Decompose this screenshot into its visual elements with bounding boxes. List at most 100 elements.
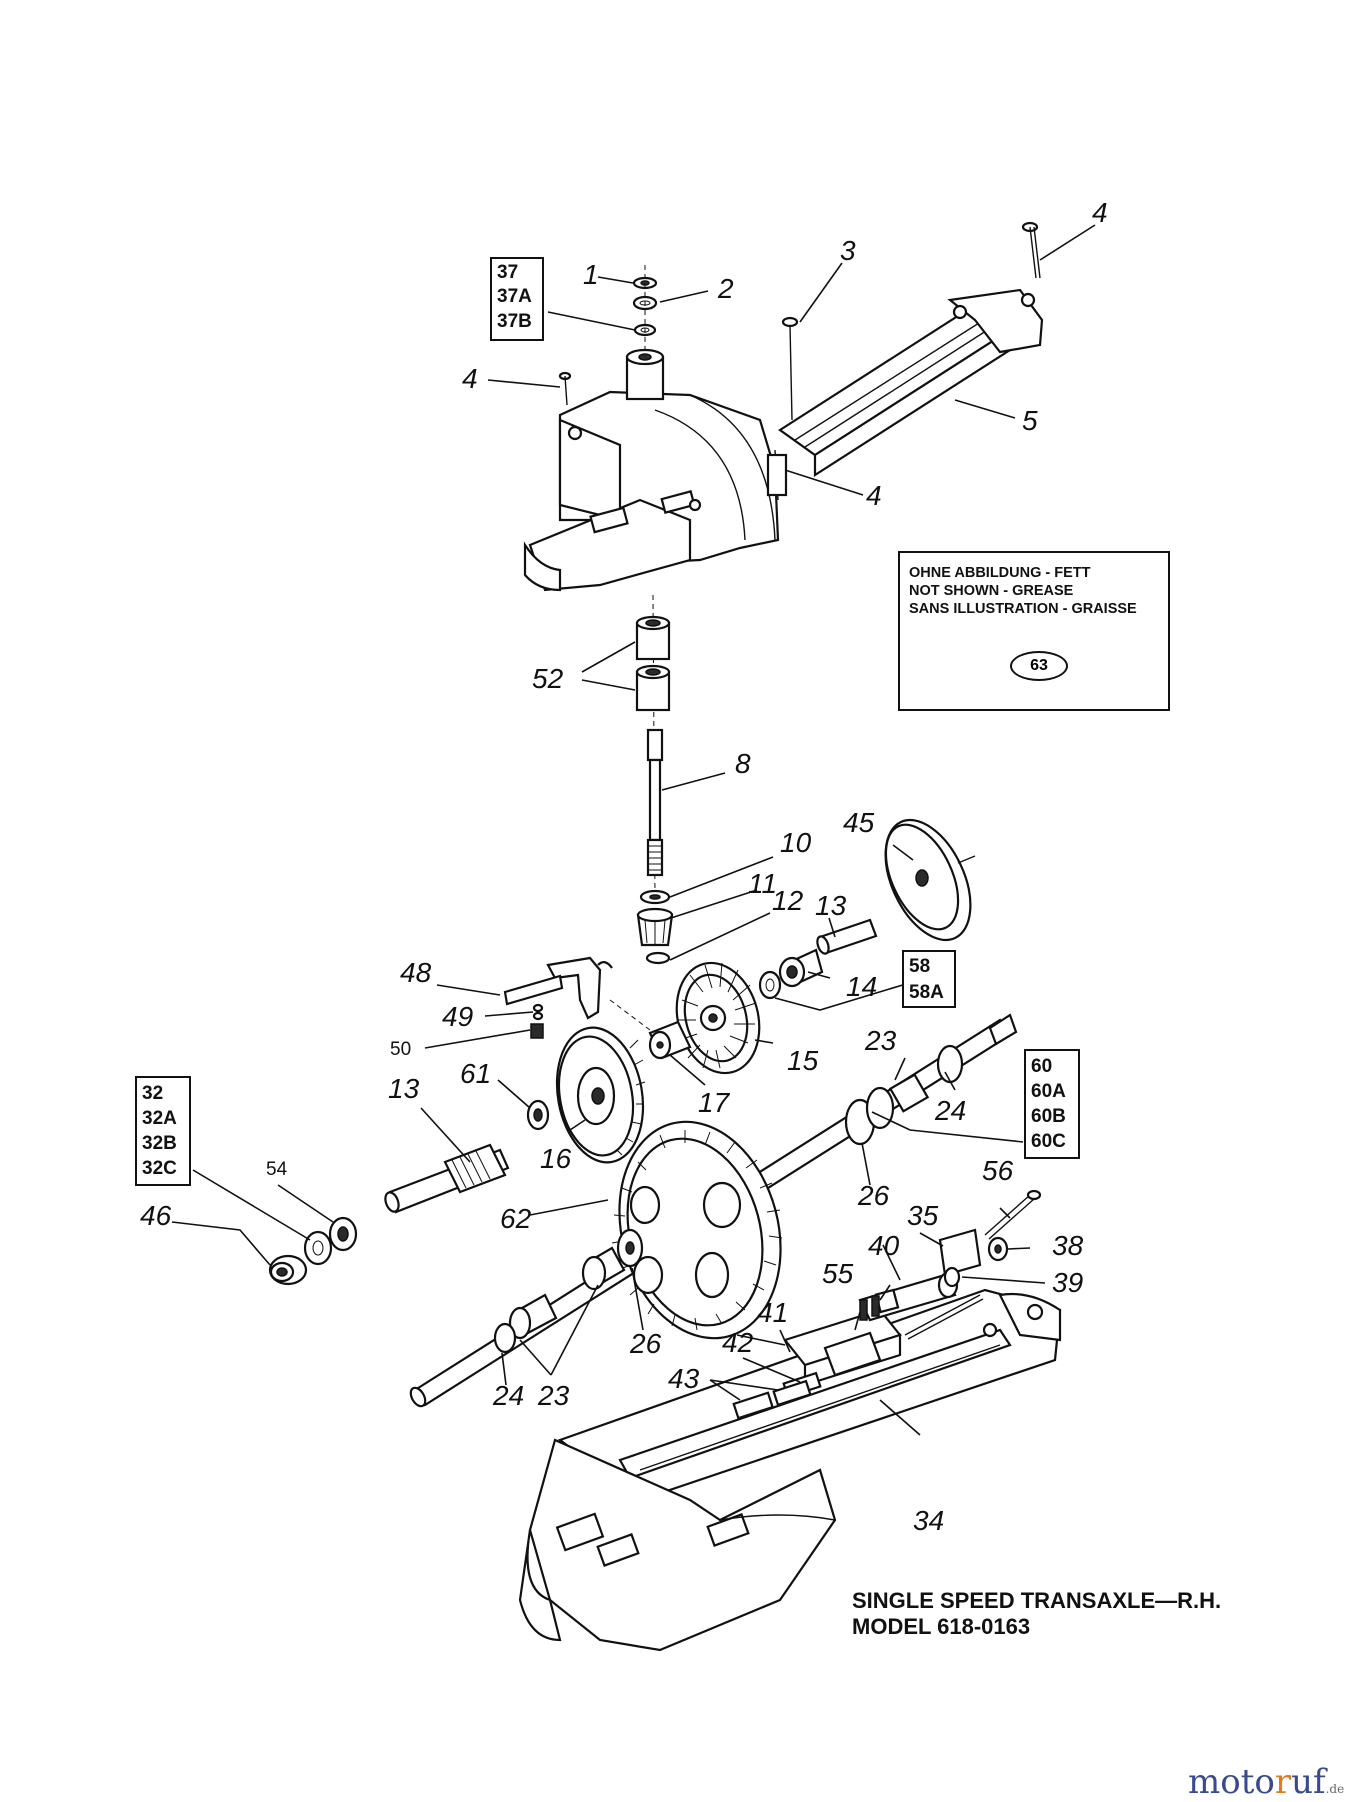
box-58-line-2: 58A [909, 982, 944, 1003]
callout-49: 49 [442, 1001, 473, 1032]
caption-title: SINGLE SPEED TRANSAXLE—R.H. [852, 1588, 1222, 1613]
callout-24-upper: 24 [934, 1095, 966, 1126]
callout-15: 15 [787, 1045, 819, 1076]
pinion-17 [648, 1020, 692, 1060]
brand-name-b: uf [1291, 1762, 1326, 1802]
diagram-caption: SINGLE SPEED TRANSAXLE—R.H. MODEL 618-01… [852, 1588, 1221, 1640]
bevel-gear-15 [675, 961, 761, 1075]
callout-55: 55 [822, 1258, 854, 1289]
pinion-gear-11 [636, 907, 674, 947]
washer-32 [303, 1230, 333, 1266]
shaft-13-lower [384, 1143, 510, 1214]
callout-41: 41 [757, 1297, 788, 1328]
shaft-13-upper [816, 918, 878, 955]
callout-10: 10 [780, 827, 812, 858]
callout-26-lower: 26 [629, 1328, 662, 1359]
note-line-english: NOT SHOWN - GREASE [909, 583, 1074, 599]
box-60-line-2: 60A [1031, 1081, 1066, 1102]
spring-49 [532, 1003, 544, 1021]
callout-56: 56 [982, 1155, 1014, 1186]
pin-55b [904, 1294, 984, 1340]
shift-key-55 [859, 1295, 880, 1321]
caption-model: MODEL 618-0163 [852, 1614, 1031, 1639]
callout-24-lower: 24 [492, 1380, 524, 1411]
box-37-line-3: 37B [497, 311, 532, 332]
callout-23-upper: 23 [864, 1025, 897, 1056]
bolt-4-top-right [1021, 221, 1041, 279]
box-32: 32 32A 32B 32C [135, 1076, 191, 1186]
note-line-french: SANS ILLUSTRATION - GRAISSE [909, 601, 1137, 617]
brake-disc-45 [884, 818, 976, 942]
callout-5: 5 [1022, 405, 1038, 436]
nut-38 [987, 1236, 1009, 1262]
brand-name-mark: r [1274, 1762, 1292, 1802]
leader-lines [171, 224, 1096, 1436]
callout-4-right: 4 [866, 480, 882, 511]
not-shown-note: OHNE ABBILDUNG - FETT NOT SHOWN - GREASE… [898, 551, 1170, 711]
washer-39 [943, 1266, 961, 1288]
brand-tld: .de [1325, 1782, 1345, 1796]
input-shaft-8 [646, 728, 664, 877]
bearing-52-lower [635, 664, 671, 712]
callout-14: 14 [846, 971, 877, 1002]
bearing-23-left [493, 1246, 626, 1354]
bearing-52-upper [635, 615, 671, 661]
callout-42: 42 [722, 1327, 754, 1358]
washer-54-a [328, 1216, 358, 1252]
callout-4-top: 4 [1092, 197, 1108, 228]
callout-23-lower: 23 [537, 1380, 570, 1411]
bearing-46 [268, 1254, 308, 1286]
plate-35 [938, 1228, 982, 1277]
callout-40: 40 [868, 1230, 900, 1261]
callout-46: 46 [140, 1200, 172, 1231]
callout-50: 50 [390, 1039, 411, 1060]
callout-26-upper: 26 [857, 1180, 890, 1211]
callout-39: 39 [1052, 1267, 1083, 1298]
callout-54: 54 [266, 1159, 288, 1180]
callout-61: 61 [460, 1058, 491, 1089]
upper-housing [523, 288, 1044, 592]
box-58: 58 58A [902, 950, 956, 1008]
box-32-line-4: 32C [142, 1158, 177, 1179]
grease-part-number: 63 [1010, 651, 1068, 681]
callout-8: 8 [735, 748, 751, 779]
shift-fork-48 [503, 956, 651, 1031]
box-32-line-1: 32 [142, 1083, 163, 1104]
callout-1: 1 [583, 259, 599, 290]
bolt-56 [984, 1189, 1042, 1240]
bearing-26-left [616, 1228, 644, 1268]
callout-labels: 1 2 3 4 4 4 5 52 8 10 11 12 45 13 14 15 … [140, 197, 1108, 1536]
callout-17: 17 [698, 1087, 731, 1118]
box-60-line-3: 60B [1031, 1106, 1066, 1127]
callout-11: 11 [748, 868, 777, 899]
box-58-line-1: 58 [909, 956, 930, 977]
callout-52: 52 [532, 663, 564, 694]
brand-name-a: moto [1188, 1762, 1275, 1802]
callout-16: 16 [540, 1143, 572, 1174]
callout-62: 62 [500, 1203, 532, 1234]
callout-3: 3 [840, 235, 856, 266]
brand-logo: motoruf.de [1188, 1762, 1344, 1802]
callout-35: 35 [907, 1200, 939, 1231]
snap-ring-12 [645, 951, 671, 965]
callout-13-upper: 13 [815, 890, 847, 921]
box-60-line-1: 60 [1031, 1056, 1052, 1077]
box-37: 37 37A 37B [490, 257, 544, 341]
callout-48: 48 [400, 957, 432, 988]
callout-34: 34 [913, 1505, 944, 1536]
callout-45: 45 [843, 807, 875, 838]
callout-13-lower: 13 [388, 1073, 420, 1104]
bolt-4-left [558, 371, 572, 406]
callout-2: 2 [717, 273, 734, 304]
detent-50 [530, 1023, 544, 1039]
box-37-line-2: 37A [497, 286, 532, 307]
coupler-14 [778, 948, 824, 988]
note-line-german: OHNE ABBILDUNG - FETT [909, 565, 1091, 581]
box-32-line-3: 32B [142, 1133, 177, 1154]
box-37-line-1: 37 [497, 262, 518, 283]
washer-61 [526, 1099, 550, 1131]
box-60: 60 60A 60B 60C [1024, 1049, 1080, 1159]
callout-38: 38 [1052, 1230, 1084, 1261]
main-gear-62 [611, 1120, 783, 1340]
